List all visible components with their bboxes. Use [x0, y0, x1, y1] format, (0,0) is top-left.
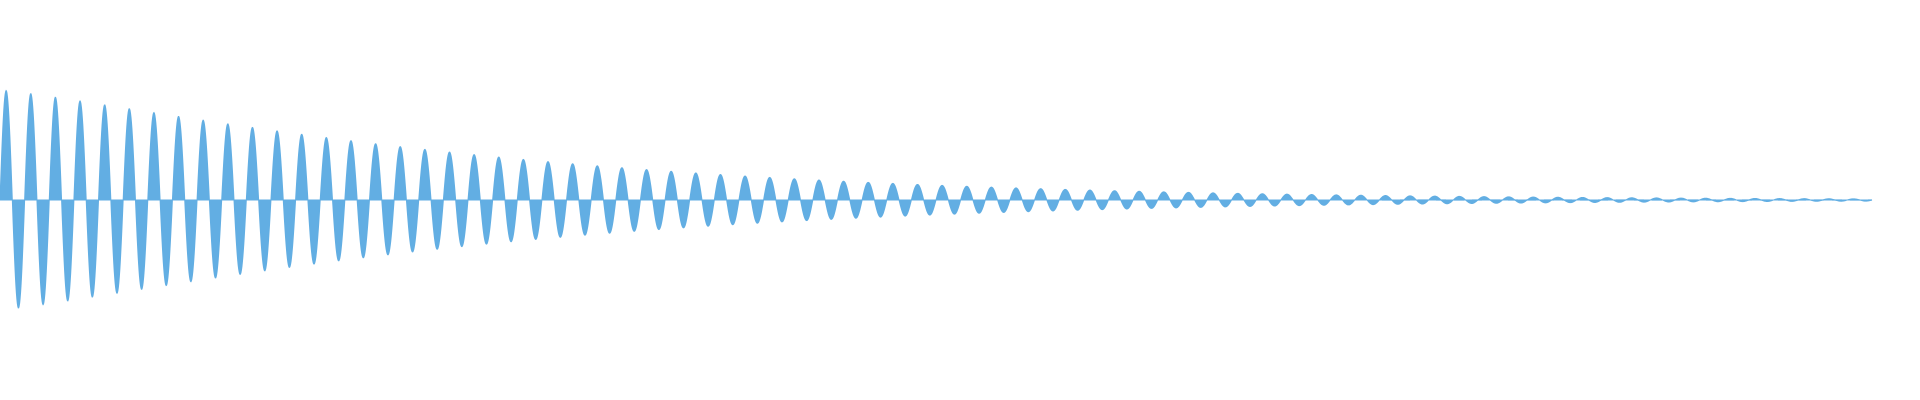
- waveform-shape: [0, 89, 1873, 309]
- waveform-fill: [0, 89, 1873, 309]
